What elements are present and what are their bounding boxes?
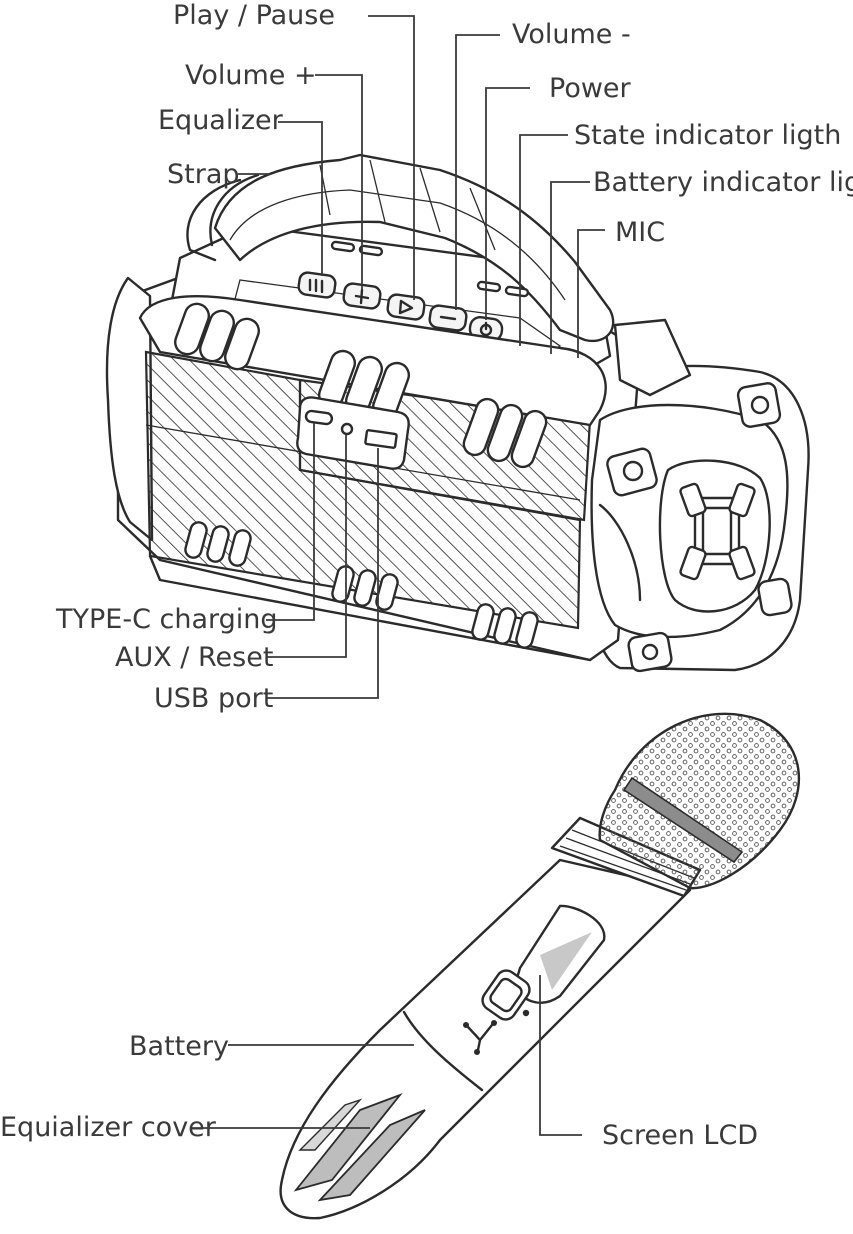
minus-icon [439, 315, 457, 321]
label-battery-indicator: Battery indicator ligth [593, 167, 853, 198]
plus-icon [354, 288, 370, 305]
mic-band [622, 776, 744, 864]
equalizer-button [297, 271, 337, 299]
mic-grille [598, 712, 800, 890]
play-button [386, 293, 426, 321]
aux-port [340, 422, 354, 436]
bottom-slots [184, 521, 539, 649]
equalizer-icon [308, 278, 324, 294]
bumper-slots-left [174, 302, 260, 371]
speaker-illustration [105, 153, 810, 673]
label-aux-reset: AUX / Reset [115, 642, 273, 673]
power-icon [479, 321, 493, 337]
label-power: Power [549, 73, 632, 104]
y-logo-icon [463, 1020, 497, 1055]
equalizer-cover-fins [293, 1093, 426, 1202]
label-battery: Battery [129, 1031, 229, 1062]
bumper-slots-right [462, 397, 548, 469]
type-c-port [304, 409, 334, 426]
label-volume-plus: Volume + [185, 60, 317, 91]
label-equalizer: Equalizer [158, 105, 284, 136]
end-cap [590, 382, 793, 673]
play-icon [398, 299, 414, 315]
label-state-indicator: State indicator ligth [574, 120, 841, 151]
usb-port [364, 429, 398, 449]
microphone-illustration [279, 712, 800, 1220]
callout-labels: Play / Pause Volume - Volume + Power Equ… [0, 0, 853, 1151]
label-usb-port: USB port [154, 683, 273, 714]
volume-plus-button [342, 282, 382, 310]
leader-lines [190, 15, 605, 1136]
port-panel [296, 396, 410, 470]
label-volume-minus: Volume - [512, 19, 631, 50]
label-play-pause: Play / Pause [173, 0, 335, 31]
volume-minus-button [428, 304, 468, 332]
label-equalizer-cover: Equializer cover [0, 1112, 217, 1143]
label-mic: MIC [615, 217, 665, 248]
label-strap: Strap [167, 159, 240, 190]
label-screen-lcd: Screen LCD [602, 1120, 758, 1151]
label-type-c: TYPE-C charging [55, 604, 278, 635]
